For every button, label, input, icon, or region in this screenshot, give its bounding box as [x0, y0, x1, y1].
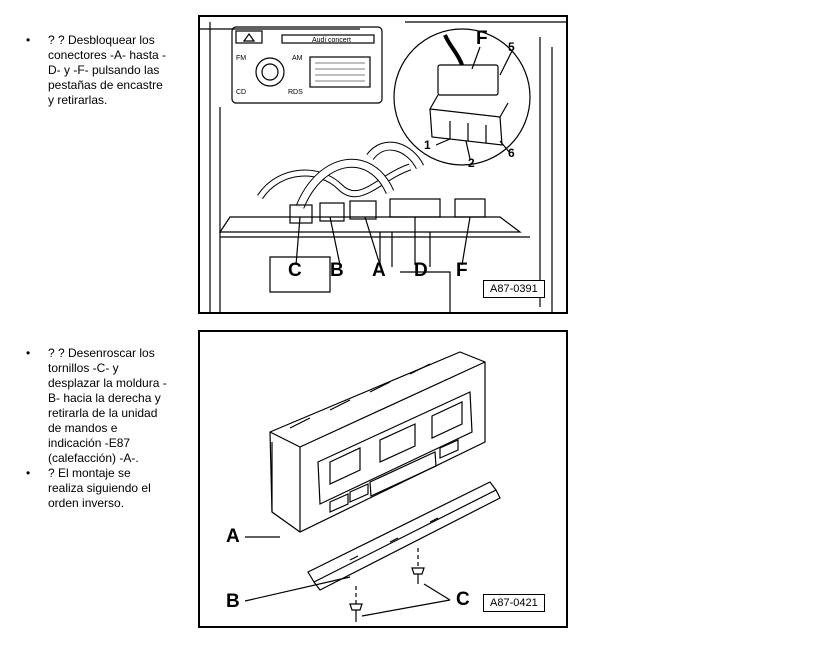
- callout-a-unit: A: [226, 526, 240, 547]
- step-1-line-2: conectores -A- hasta -: [48, 48, 167, 62]
- radio-rds-label: RDS: [288, 89, 303, 96]
- callout-c: C: [288, 260, 302, 281]
- radio-cd-label: CD: [236, 89, 247, 96]
- detail-callout-2: 2: [468, 156, 475, 170]
- step-2-line-5: retirarla de la unidad: [48, 406, 158, 420]
- detail-callout-6: 6: [508, 146, 515, 160]
- step-2-line-6: de mandos e: [48, 421, 118, 435]
- step-2-bullet: ? ? Desenroscar los tornillos -C- y desp…: [26, 346, 186, 466]
- step-3-line-2: realiza siguiendo el: [48, 481, 151, 495]
- callout-d: D: [414, 260, 428, 281]
- step-2-line-7: indicación -E87: [48, 436, 131, 450]
- detail-callout-1: 1: [424, 138, 431, 152]
- step-1-line-3: D- y -F- pulsando las: [48, 63, 160, 77]
- detail-callout-5: 5: [508, 40, 515, 54]
- callout-c-screws: C: [456, 589, 470, 610]
- radio-brand-label: Audi concert: [312, 37, 351, 44]
- step-2-line-3: desplazar la moldura -: [48, 376, 167, 390]
- radio-am-label: AM: [292, 55, 303, 62]
- step-3-line-3: orden inverso.: [48, 496, 125, 510]
- step-2-line-2: tornillos -C- y: [48, 361, 119, 375]
- callout-f: F: [456, 260, 468, 281]
- step-2-line-8: (calefacción) -A-.: [48, 451, 139, 465]
- callout-a: A: [372, 260, 386, 281]
- step-2-line-1: ? ? Desenroscar los: [48, 346, 155, 360]
- figure-1-code: A87-0391: [483, 280, 545, 298]
- step-3-bullet: ? El montaje se realiza siguiendo el ord…: [26, 466, 186, 511]
- figure-control-unit-drawing: [244, 351, 501, 622]
- figure-control-unit: A B C A87-0421: [198, 330, 568, 628]
- detail-callout-f: F: [476, 28, 488, 49]
- figure-connectors: Audi concert FM AM CD RDS C B A D F F 5 …: [198, 15, 568, 314]
- figure-2-code: A87-0421: [483, 594, 545, 612]
- step-2-text: ? ? Desenroscar los tornillos -C- y desp…: [26, 346, 186, 511]
- step-3-line-1: ? El montaje se: [48, 466, 131, 480]
- step-1-line-4: pestañas de encastre: [48, 78, 163, 92]
- step-1-text: ? ? Desbloquear los conectores -A- hasta…: [26, 33, 186, 108]
- step-2-line-4: B- hacia la derecha y: [48, 391, 161, 405]
- step-1-line-5: y retirarlas.: [48, 93, 108, 107]
- step-1-line-1: ? ? Desbloquear los: [48, 33, 155, 47]
- callout-b: B: [330, 260, 344, 281]
- callout-b-trim: B: [226, 591, 240, 612]
- figure-connectors-drawing: [200, 21, 566, 312]
- step-1-bullet: ? ? Desbloquear los conectores -A- hasta…: [26, 33, 186, 108]
- radio-fm-label: FM: [236, 55, 247, 62]
